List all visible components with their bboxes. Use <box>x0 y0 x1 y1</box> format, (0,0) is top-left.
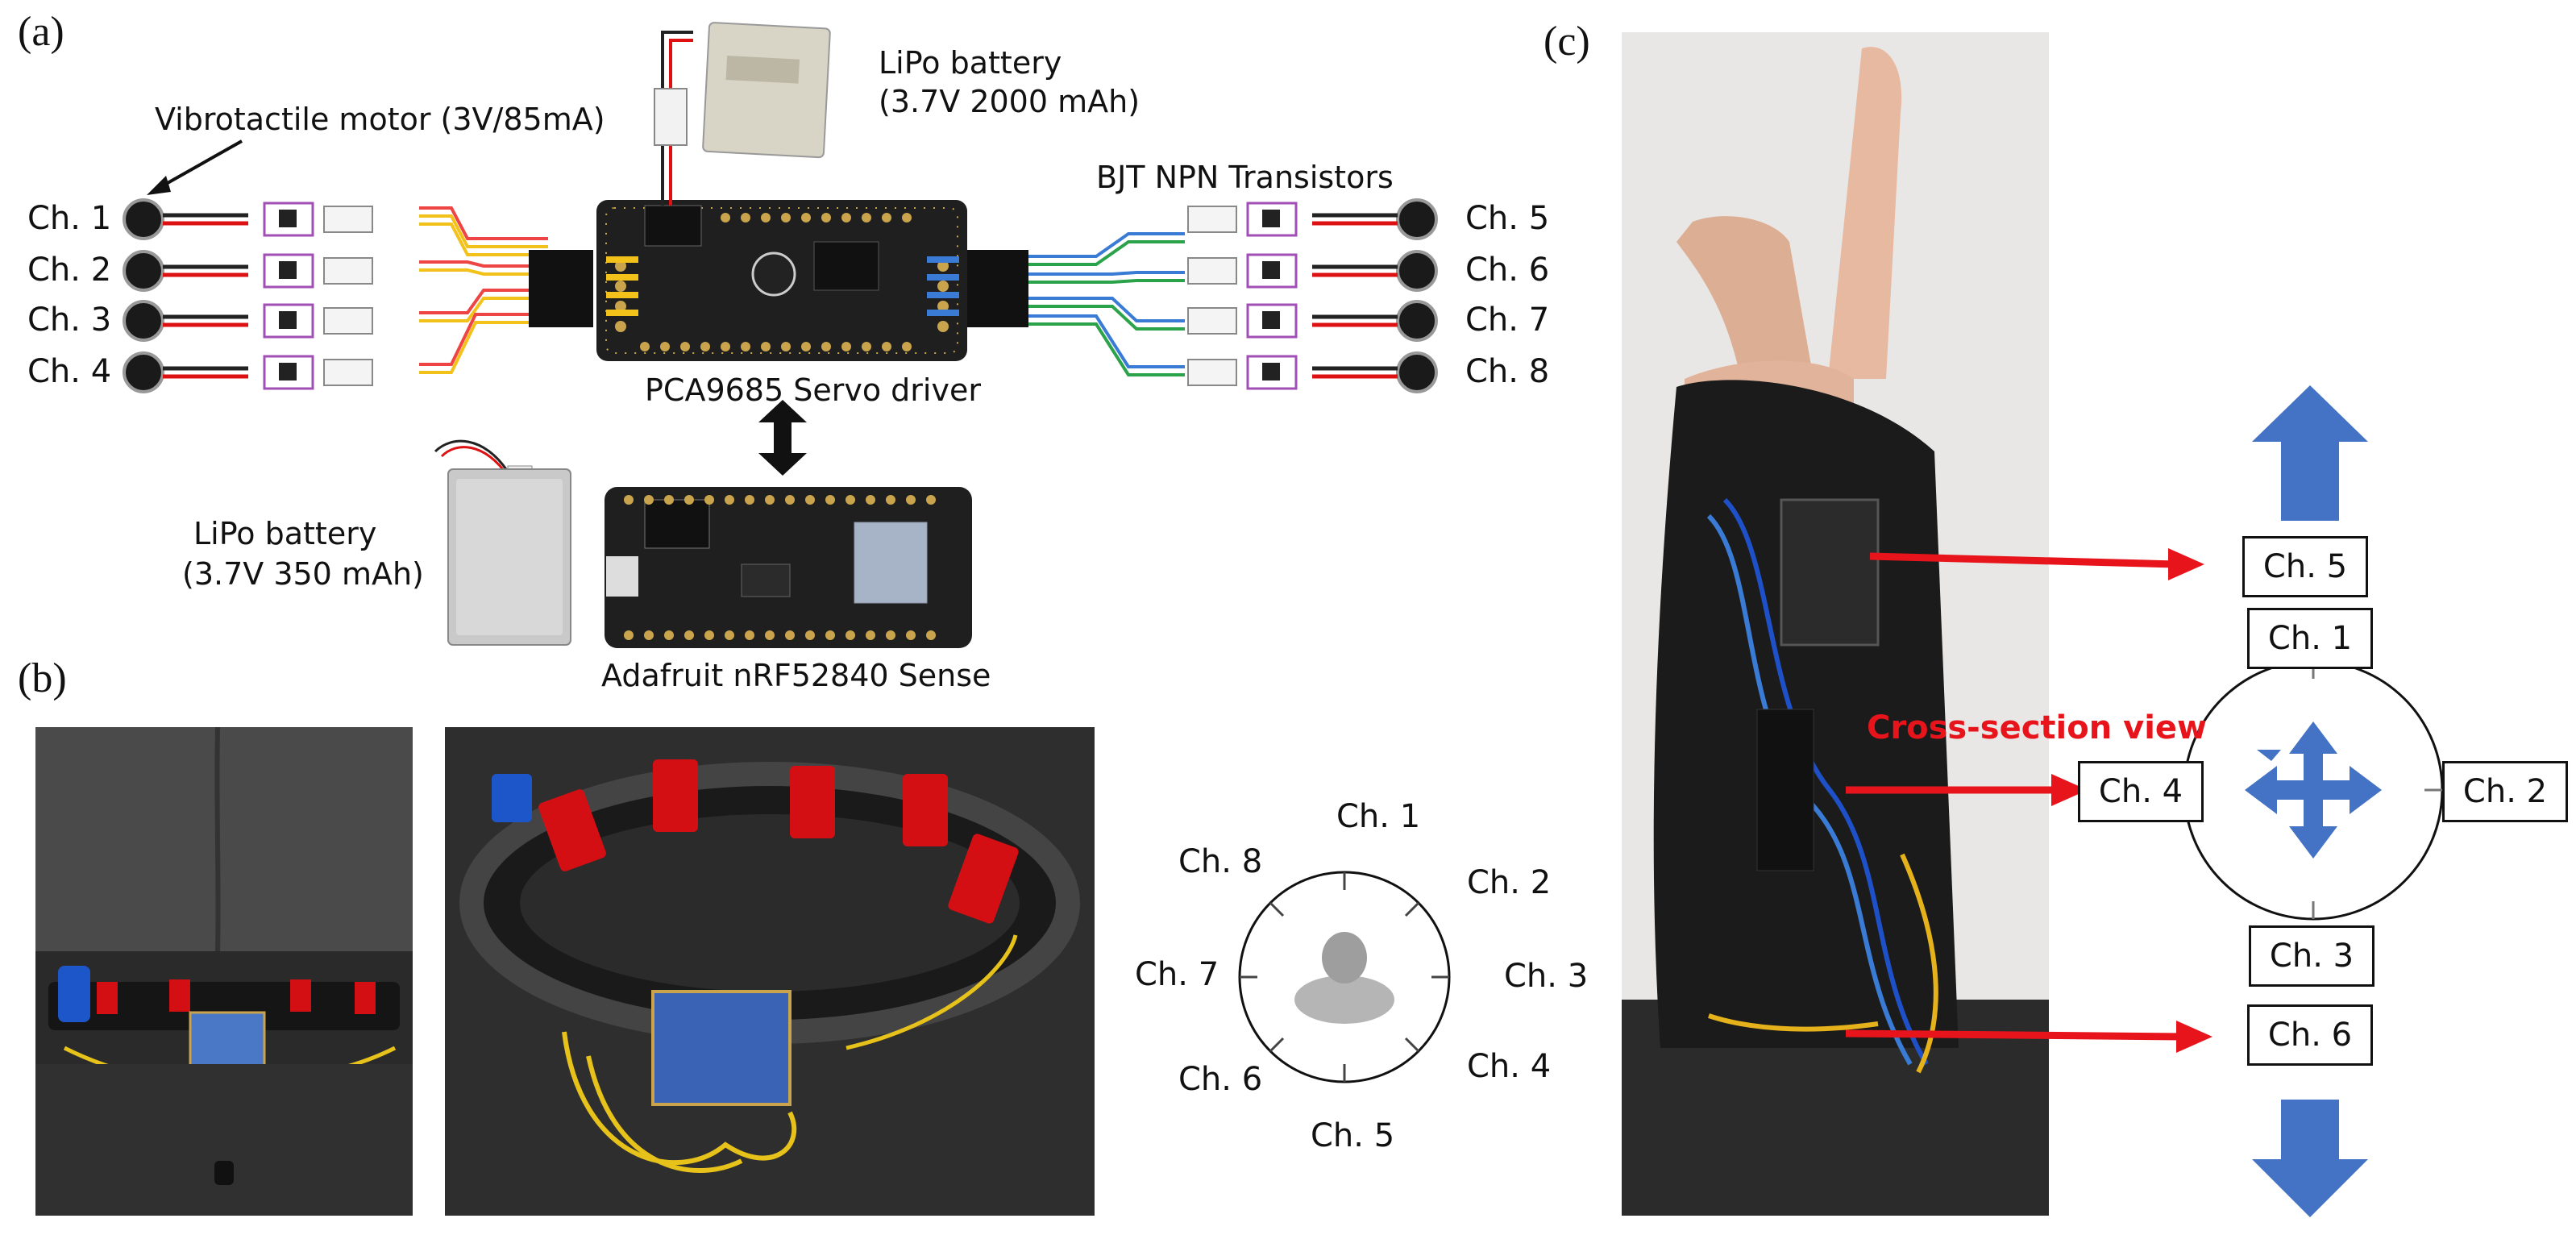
lipo-battery-350-icon <box>434 439 571 646</box>
jst-connector-icon <box>1187 206 1237 233</box>
bidirectional-arrow-icon <box>758 400 807 476</box>
battery-bottom-line1: LiPo battery <box>193 516 377 551</box>
battery-bottom-line2: (3.7V 350 mAh) <box>182 556 424 592</box>
battery-top-line2: (3.7V 2000 mAh) <box>879 84 1141 119</box>
jst-connector-icon <box>323 359 373 386</box>
right-cable-bundle <box>964 232 1185 376</box>
battery-top-line1: LiPo battery <box>879 45 1062 81</box>
jst-connector-icon <box>323 257 373 285</box>
jst-connector-icon <box>1187 307 1237 335</box>
red-arrow-ch6-icon <box>1845 1021 2212 1053</box>
dial-ticks <box>1240 872 1449 1082</box>
pca9685-board <box>596 200 967 361</box>
vibrotactile-motor-icon <box>123 351 164 393</box>
four-way-arrow-icon <box>2245 721 2382 859</box>
arrow-up-icon <box>2252 385 2368 521</box>
box-ch3: Ch. 3 <box>2249 925 2374 987</box>
channel-label-left: Ch. 4 <box>27 353 112 390</box>
channel-label-left: Ch. 2 <box>27 252 112 289</box>
box-ch1: Ch. 1 <box>2247 608 2373 669</box>
box-ch6: Ch. 6 <box>2247 1004 2373 1066</box>
vibrotactile-motor-icon <box>123 198 164 240</box>
channel-label-right: Ch. 8 <box>1465 353 1550 390</box>
cross-section-label: Cross-section view <box>1867 709 2208 746</box>
dial-label: Ch. 4 <box>1467 1048 1552 1085</box>
arrow-down-icon <box>2252 1100 2368 1217</box>
box-ch4: Ch. 4 <box>2078 761 2204 822</box>
dial-label: Ch. 3 <box>1504 958 1589 995</box>
lipo-battery-2000-icon <box>702 22 831 159</box>
channel-label-left: Ch. 3 <box>27 301 112 339</box>
vibrotactile-motor-icon <box>1396 198 1438 240</box>
panel-label-c: (c) <box>1544 19 1590 64</box>
jst-connector-icon <box>323 307 373 335</box>
transistor-board-icon <box>263 355 314 390</box>
vibrotactile-motor-icon <box>123 300 164 342</box>
servo-driver-label: PCA9685 Servo driver <box>645 372 981 408</box>
vibrotactile-motor-icon <box>1396 250 1438 292</box>
transistor-board-icon <box>1246 253 1298 289</box>
red-arrow-ch4-icon <box>1846 774 2088 806</box>
jst-connector-icon <box>1187 359 1237 386</box>
mcu-label: Adafruit nRF52840 Sense <box>601 658 991 693</box>
vibrotactile-motor-icon <box>1396 351 1438 393</box>
jst-connector-icon <box>1187 257 1237 285</box>
left-cable-bundle <box>419 206 593 374</box>
motor-label: Vibrotactile motor (3V/85mA) <box>155 102 605 137</box>
dial-label: Ch. 6 <box>1178 1061 1263 1098</box>
vibrotactile-motor-icon <box>123 250 164 292</box>
panel-label-b: (b) <box>18 655 67 701</box>
transistor-board-icon <box>1246 355 1298 390</box>
vibrotactile-motor-icon <box>1396 300 1438 342</box>
red-arrow-ch5-icon <box>1869 548 2204 580</box>
battery-connector <box>654 88 688 146</box>
channel-label-left: Ch. 1 <box>27 200 112 237</box>
box-ch2: Ch. 2 <box>2442 761 2568 822</box>
dial-label: Ch. 1 <box>1336 798 1421 835</box>
jst-connector-icon <box>323 206 373 233</box>
dial-label: Ch. 2 <box>1467 864 1552 901</box>
transistor-board-icon <box>263 253 314 289</box>
box-ch5: Ch. 5 <box>2242 536 2368 597</box>
person-top-view-icon <box>1294 932 1394 1024</box>
motor-pointer-arrowhead <box>147 176 171 195</box>
panel-label-a: (a) <box>18 9 64 55</box>
transistor-label: BJT NPN Transistors <box>1096 160 1394 195</box>
dial-label: Ch. 5 <box>1311 1117 1395 1154</box>
channel-label-right: Ch. 7 <box>1465 301 1550 339</box>
transistor-board-icon <box>263 303 314 339</box>
channel-label-right: Ch. 5 <box>1465 200 1550 237</box>
dial-label: Ch. 7 <box>1135 956 1219 993</box>
nrf52840-board <box>605 487 972 648</box>
motor-pointer-line <box>154 139 243 192</box>
channel-label-right: Ch. 6 <box>1465 252 1550 289</box>
dial-label: Ch. 8 <box>1178 843 1263 880</box>
